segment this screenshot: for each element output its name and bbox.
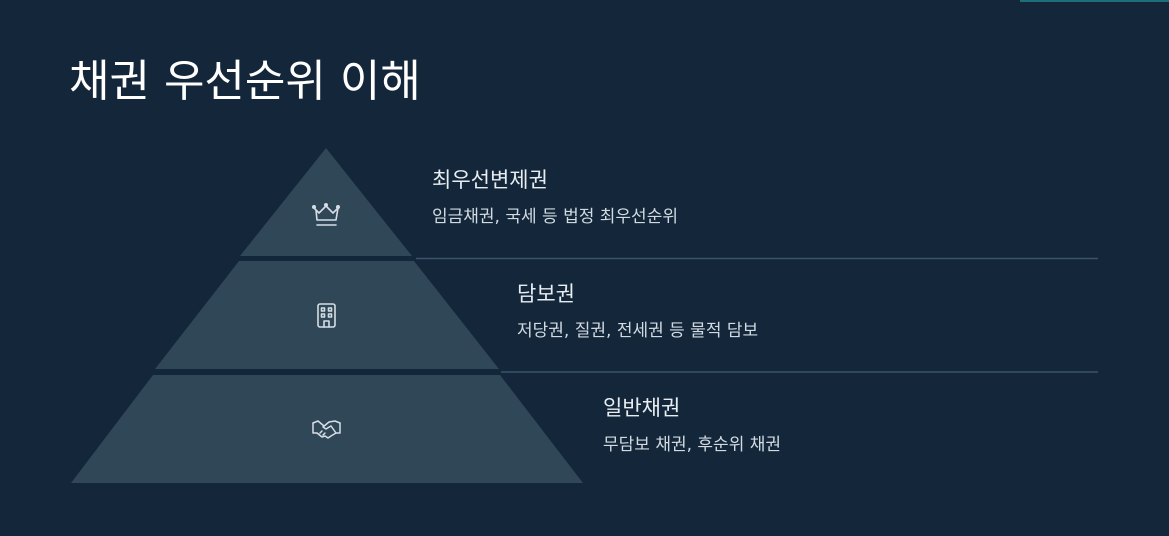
- page-title: 채권 우선순위 이해: [69, 56, 421, 107]
- pyramid-tier-middle: [155, 261, 499, 369]
- tier-top-heading: 최우선변제권: [432, 168, 548, 192]
- handshake-icon: [312, 420, 341, 439]
- pyramid-tier-top: [240, 148, 412, 256]
- building-icon: [317, 303, 336, 328]
- top-accent-bar: [1020, 0, 1169, 2]
- tier-middle-description: 저당권, 질권, 전세권 등 물적 담보: [517, 321, 759, 341]
- tier-top-text: 최우선변제권 임금채권, 국세 등 법정 최우선순위: [432, 166, 678, 229]
- tier-middle-text: 담보권 저당권, 질권, 전세권 등 물적 담보: [517, 280, 758, 343]
- tier-middle-heading: 담보권: [517, 282, 575, 306]
- tier-top-description: 임금채권, 국세 등 법정 최우선순위: [432, 207, 678, 227]
- tier-bottom-heading: 일반채권: [603, 396, 681, 420]
- tier-bottom-description: 무담보 채권, 후순위 채권: [603, 435, 782, 455]
- crown-icon: [311, 203, 340, 226]
- tier-bottom-text: 일반채권 무담보 채권, 후순위 채권: [603, 394, 781, 457]
